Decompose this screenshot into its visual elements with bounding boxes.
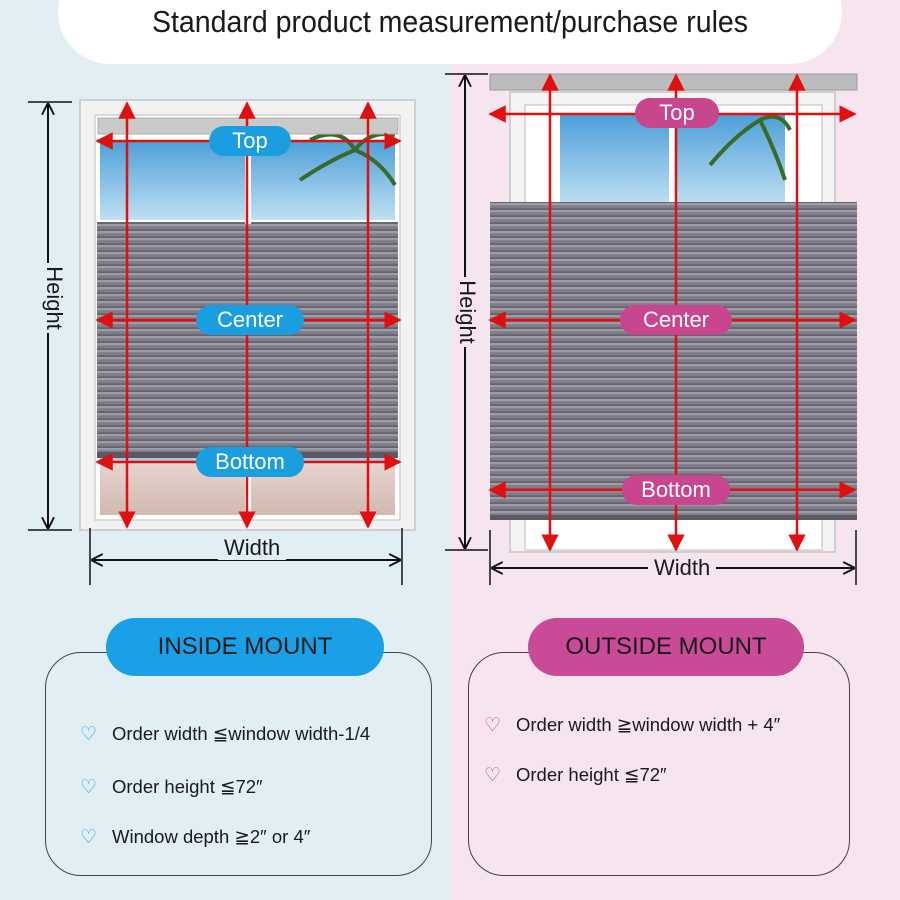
inside-bottom-label: Bottom bbox=[196, 447, 304, 477]
inside-width-label: Width bbox=[218, 536, 287, 560]
outside-top-label: Top bbox=[635, 98, 719, 128]
outside-mount-heading: OUTSIDE MOUNT bbox=[528, 618, 804, 676]
measurement-diagram bbox=[28, 73, 858, 585]
heart-outline-icon: ♡ bbox=[80, 827, 98, 848]
inside-mount-heading: INSIDE MOUNT bbox=[106, 618, 384, 676]
outside-width-label: Width bbox=[648, 556, 717, 580]
inside-rule-1: ♡Order width ≦window width-1/4 bbox=[80, 723, 371, 745]
inside-rule-2: ♡Order height ≦72″ bbox=[80, 776, 263, 798]
outside-height-label: Height bbox=[455, 277, 480, 347]
page-title: Standard product measurement/purchase ru… bbox=[151, 4, 749, 39]
title-banner bbox=[58, 0, 842, 64]
outside-rule-2: ♡Order height ≦72″ bbox=[484, 764, 667, 786]
inside-top-label: Top bbox=[209, 126, 291, 156]
heart-outline-icon: ♡ bbox=[484, 715, 502, 736]
outside-bottom-label: Bottom bbox=[622, 475, 730, 505]
inside-rule-3: ♡Window depth ≧2″ or 4″ bbox=[80, 826, 311, 848]
inside-center-label: Center bbox=[196, 305, 304, 335]
inside-height-label: Height bbox=[42, 263, 67, 333]
heart-outline-icon: ♡ bbox=[484, 765, 502, 786]
heart-outline-icon: ♡ bbox=[80, 777, 98, 798]
outside-center-label: Center bbox=[620, 305, 732, 335]
outside-rule-1: ♡Order width ≧window width + 4″ bbox=[484, 714, 781, 736]
heart-outline-icon: ♡ bbox=[80, 724, 98, 745]
